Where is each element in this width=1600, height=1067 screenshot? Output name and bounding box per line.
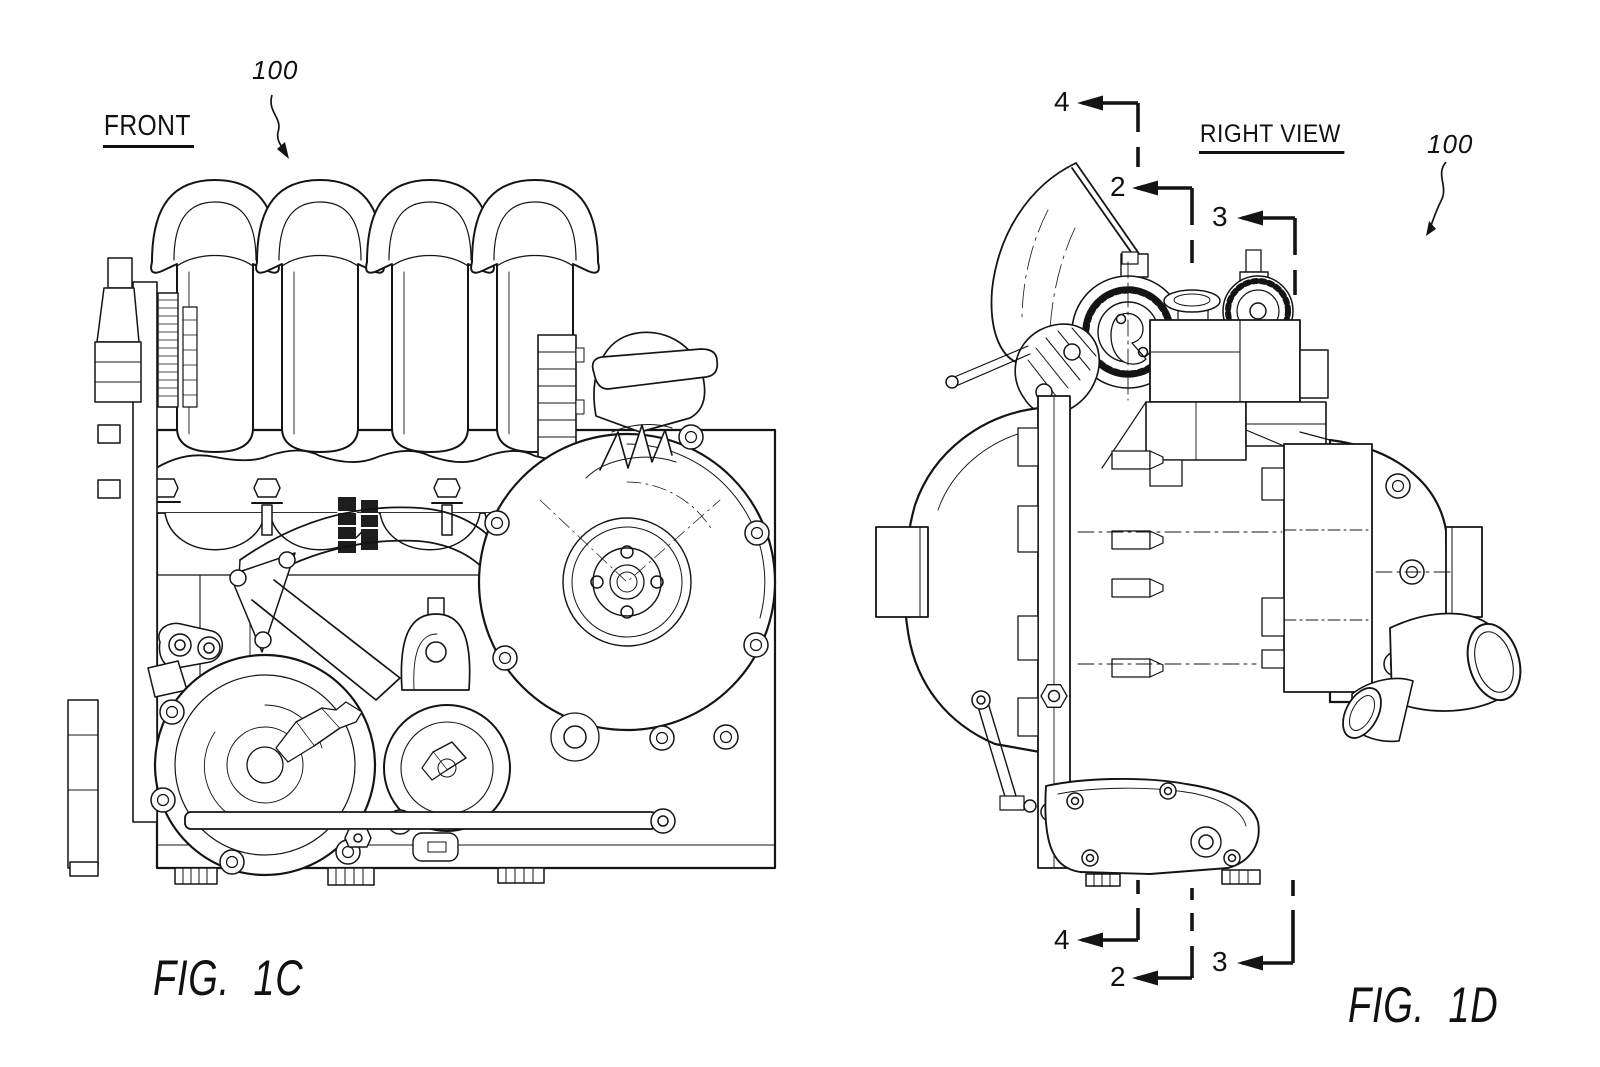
right-view-label: RIGHT VIEW: [1199, 122, 1345, 154]
ecu-box: [537, 334, 585, 460]
section-line-3-top: [1237, 210, 1297, 295]
ref-100-right-arrow: [1426, 161, 1447, 236]
section-label-2-bottom: 2: [1110, 961, 1126, 992]
reference-number-100-right: 100: [1427, 129, 1474, 159]
engine-mount-feet: [174, 867, 545, 886]
section-cut-lines: [1077, 95, 1297, 986]
section-label-3-top: 3: [1212, 201, 1228, 232]
exhaust-outlet: [1342, 612, 1522, 743]
head-bolts: [149, 478, 463, 536]
section-label-2-top: 2: [1110, 171, 1126, 202]
section-line-2-bottom: [1132, 888, 1194, 986]
oil-pan: [1044, 777, 1261, 887]
starter-blocks: [1101, 319, 1329, 487]
engine-right-view-art: [875, 162, 1522, 887]
front-view-label: FRONT: [103, 112, 195, 148]
bar-bolt: [344, 828, 372, 848]
section-line-2-top: [1132, 180, 1194, 263]
reference-number-100-left: 100: [252, 55, 299, 85]
section-line-4-top: [1077, 95, 1140, 167]
section-line-3-bottom: [1237, 880, 1295, 971]
section-label-4-top: 4: [1054, 86, 1070, 117]
case-studs: [1111, 450, 1164, 678]
top-cover-dome: [591, 331, 719, 433]
ref-100-left-arrow: [270, 94, 289, 159]
centerlines: [1077, 261, 1453, 665]
section-label-3-bottom: 3: [1212, 946, 1228, 977]
intake-trumpets: [150, 179, 600, 453]
reference-leaders: [270, 94, 1447, 236]
left-crankcase-dome: [875, 406, 1042, 754]
front-left-accessories: [67, 257, 198, 877]
engine-front-view-art: [67, 179, 777, 886]
lower-tie-bar: [184, 808, 676, 862]
right-plate: [1245, 429, 1425, 693]
figure-caption-1d: FIG. 1D: [1348, 977, 1499, 1033]
coolant-pipes: [229, 506, 507, 701]
clutch-cover: [477, 424, 777, 762]
middle-round-cover: [383, 704, 511, 835]
top-stud: [1121, 251, 1139, 265]
figure-caption-1c: FIG. 1C: [153, 950, 304, 1006]
section-line-4-bottom: [1077, 880, 1140, 948]
section-label-4-bottom: 4: [1054, 924, 1070, 955]
hatched-bracket: [945, 323, 1100, 415]
oil-line-fitting: [275, 701, 363, 763]
tensioner-lever: [971, 690, 1037, 813]
